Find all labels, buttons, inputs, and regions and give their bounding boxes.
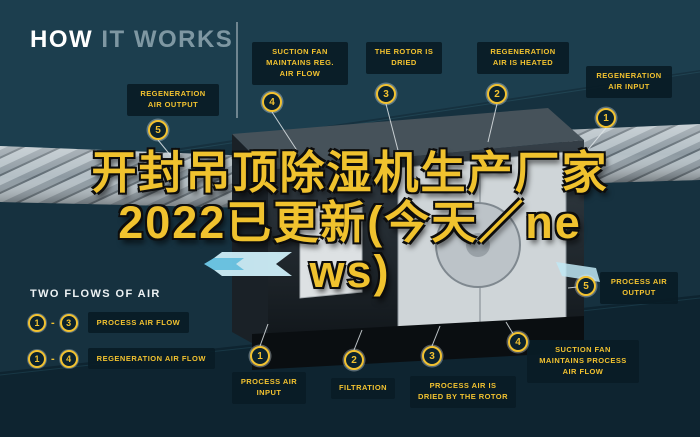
callout-number-rotor-dried: 3 — [376, 84, 396, 104]
callout-number-suction-fan-reg: 4 — [262, 92, 282, 112]
legend-number-from-1b: 1 — [28, 349, 46, 368]
legend-label-regeneration-air-flow: REGENERATION AIR FLOW — [87, 348, 215, 369]
machine-base — [252, 316, 584, 370]
legend-separator-2: - — [51, 352, 55, 365]
overlay-text: 开封吊顶除湿机生产厂家 2022已更新(今天／ne ws) — [0, 148, 700, 297]
legend-number-to-3: 3 — [59, 313, 78, 332]
page-title: HOW IT WORKS — [30, 26, 233, 54]
overlay-line-3: ws) — [309, 246, 391, 297]
filter-box — [299, 201, 363, 299]
callout-number-reg-air-output: 5 — [148, 120, 168, 140]
callout-number-process-air-dried: 3 — [422, 346, 442, 366]
legend-row-process: 1 - 3 PROCESS AIR FLOW — [28, 312, 190, 333]
legend-number-from-1: 1 — [28, 313, 46, 332]
callout-label-process-air-dried: PROCESS AIR IS DRIED BY THE ROTOR — [410, 376, 516, 408]
title-light: IT WORKS — [93, 26, 234, 53]
legend-number-to-4: 4 — [59, 349, 78, 368]
leader-lines — [157, 22, 607, 351]
callout-number-reg-air-heated: 2 — [487, 84, 507, 104]
callout-label-filtration: FILTRATION — [331, 378, 395, 399]
legend-row-regeneration: 1 - 4 REGENERATION AIR FLOW — [28, 348, 215, 369]
title-bold: HOW — [30, 26, 94, 53]
legend-title: TWO FLOWS OF AIR — [30, 288, 161, 300]
overlay-line-2: 2022已更新(今天／ne — [118, 196, 582, 248]
callout-label-reg-air-output: REGENERATION AIR OUTPUT — [127, 84, 219, 116]
airflow-arrow-left — [204, 252, 292, 276]
callout-label-suction-fan-process: SUCTION FAN MAINTAINS PROCESS AIR FLOW — [527, 340, 639, 383]
callout-label-process-air-output: PROCESS AIR OUTPUT — [600, 272, 678, 304]
left-duct — [0, 146, 256, 208]
callout-label-reg-air-input: REGENERATION AIR INPUT — [586, 66, 672, 98]
callout-label-reg-air-heated: REGENERATION AIR IS HEATED — [477, 42, 569, 74]
overlay-line-1: 开封吊顶除湿机生产厂家 — [91, 147, 609, 198]
legend-separator: - — [51, 316, 55, 329]
machine-body — [232, 108, 584, 370]
callout-number-process-air-output: 5 — [576, 276, 596, 296]
callout-number-suction-fan-process: 4 — [508, 332, 528, 352]
callout-number-process-air-input: 1 — [250, 346, 270, 366]
callout-number-filtration: 2 — [344, 350, 364, 370]
legend-label-process-air-flow: PROCESS AIR FLOW — [87, 312, 190, 333]
callout-label-rotor-dried: THE ROTOR IS DRIED — [366, 42, 442, 74]
callout-label-process-air-input: PROCESS AIR INPUT — [232, 372, 306, 404]
callout-number-reg-air-input: 1 — [596, 108, 616, 128]
callout-label-suction-fan-reg: SUCTION FAN MAINTAINS REG. AIR FLOW — [252, 42, 348, 85]
